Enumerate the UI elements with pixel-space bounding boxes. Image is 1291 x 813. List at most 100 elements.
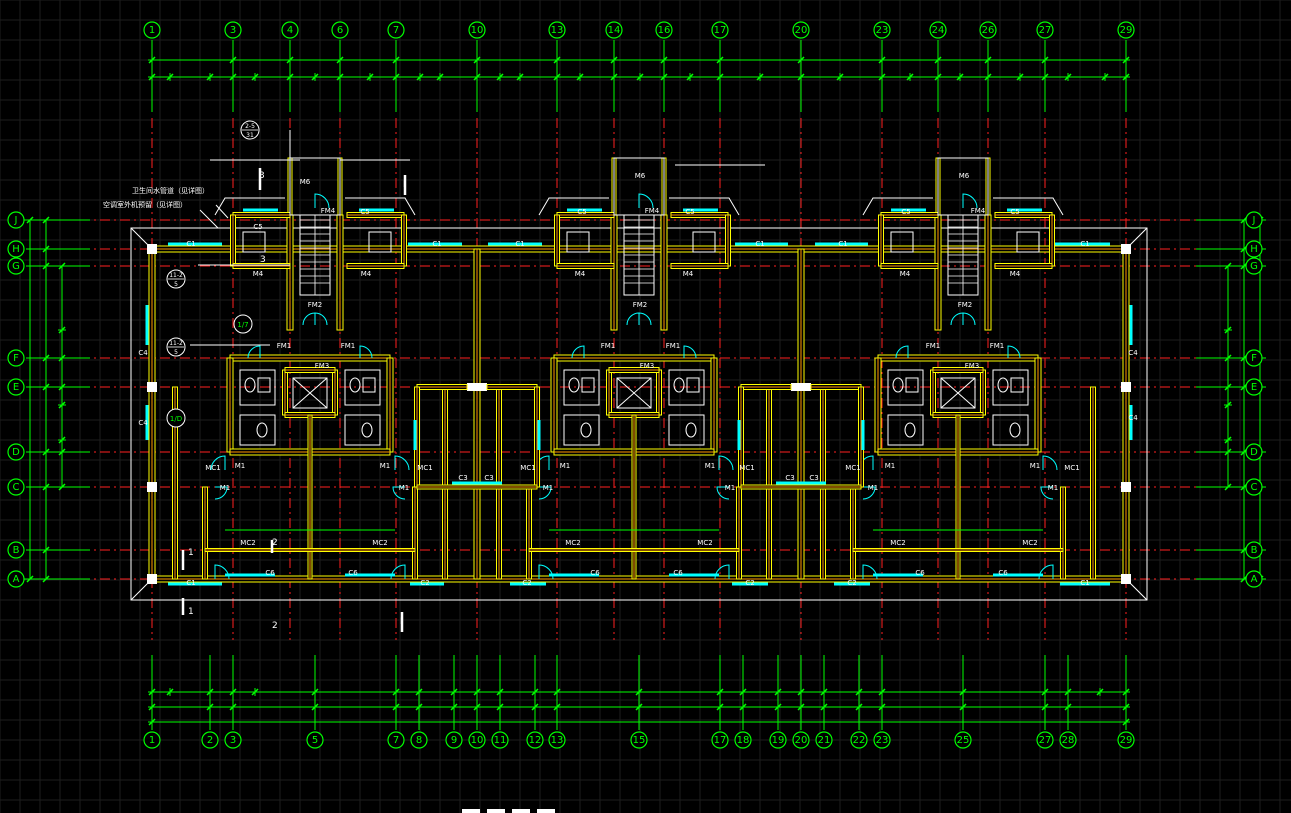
door-swing bbox=[1007, 345, 1021, 359]
dimension-slash bbox=[1224, 326, 1232, 334]
room-label: C4 bbox=[138, 419, 148, 427]
axis-bubble-circle bbox=[7, 443, 25, 461]
door-arc bbox=[538, 564, 554, 580]
axis-bubble-circle bbox=[7, 211, 25, 229]
door-swing bbox=[962, 193, 978, 209]
axis-bubble-label: F bbox=[1251, 353, 1257, 364]
dimension-slash bbox=[58, 436, 66, 444]
dimension-slash bbox=[206, 73, 214, 81]
axis-bubble-label: 20 bbox=[795, 735, 808, 746]
door-arc bbox=[214, 564, 230, 580]
room-label: C3 bbox=[809, 474, 818, 482]
axis-bubble-label: 25 bbox=[957, 735, 970, 746]
axis-bubble-circle bbox=[1059, 731, 1077, 749]
room-label: C4 bbox=[1128, 414, 1138, 422]
door-swing bbox=[714, 564, 730, 580]
bottom-axis-bubble: 19 bbox=[769, 731, 787, 749]
room-label: C1 bbox=[515, 240, 524, 248]
column bbox=[147, 574, 157, 584]
axis-bubble-label: H bbox=[1250, 244, 1258, 255]
toilet-room bbox=[668, 414, 705, 446]
room-label: C6 bbox=[673, 569, 683, 577]
axis-bubble-circle bbox=[655, 21, 673, 39]
bathtub bbox=[368, 231, 392, 253]
axis-bubble-label: 16 bbox=[658, 25, 671, 36]
bottom-axis-bubble: 10 bbox=[468, 731, 486, 749]
sink-fixture bbox=[1010, 377, 1024, 393]
toilet-fixture bbox=[361, 422, 373, 438]
detail-top-label: 2-5 bbox=[245, 123, 255, 130]
toilet-fixture bbox=[1009, 422, 1021, 438]
toilet-room bbox=[992, 414, 1029, 446]
axis-bubble-circle bbox=[281, 21, 299, 39]
room-label: MC2 bbox=[372, 539, 387, 547]
room-label: M1 bbox=[235, 462, 246, 470]
room-label: C1 bbox=[1080, 579, 1089, 587]
room-label: C5 bbox=[901, 208, 910, 216]
door-swing bbox=[626, 312, 640, 326]
room-label: C3 bbox=[484, 474, 493, 482]
bathtub bbox=[692, 231, 716, 253]
bottom-axis-bubble: 5 bbox=[306, 731, 324, 749]
door-arc bbox=[950, 312, 964, 326]
elevator-x bbox=[940, 377, 976, 409]
room-label: C1 bbox=[432, 240, 441, 248]
door-arc bbox=[1007, 345, 1021, 359]
detail-bottom-label: 31 bbox=[246, 132, 254, 139]
detail-callout: 11-25 bbox=[166, 337, 186, 357]
door-arc bbox=[638, 193, 654, 209]
bathtub bbox=[890, 231, 914, 253]
axis-bubble-circle bbox=[387, 21, 405, 39]
bottom-axis-bubble: 20 bbox=[792, 731, 810, 749]
right-axis-bubble: D bbox=[1245, 443, 1263, 461]
room-label: C6 bbox=[348, 569, 358, 577]
sink-fixture bbox=[362, 377, 376, 393]
axis-bubble-circle bbox=[1117, 21, 1135, 39]
axis-bubble-circle bbox=[769, 731, 787, 749]
room-label: M1 bbox=[1048, 484, 1059, 492]
right-axis-bubble: J bbox=[1245, 211, 1263, 229]
room-label: C5 bbox=[577, 208, 586, 216]
dimension-slash bbox=[58, 326, 66, 334]
detail-bottom-label: 5 bbox=[174, 281, 178, 288]
elevator-car bbox=[292, 377, 328, 409]
top-axis-bubble: 7 bbox=[387, 21, 405, 39]
axis-bubble-label: 8 bbox=[416, 735, 422, 746]
door-arc bbox=[683, 345, 697, 359]
toilet-fixture bbox=[997, 377, 1009, 393]
axis-bubble-label: 3 bbox=[230, 25, 236, 36]
room-label: C2 bbox=[847, 579, 856, 587]
axis-bubble-label: 12 bbox=[529, 735, 542, 746]
toilet-room bbox=[992, 369, 1029, 406]
room-label: C3 bbox=[785, 474, 794, 482]
room-label: C2 bbox=[522, 579, 531, 587]
axis-bubble-label: 23 bbox=[876, 25, 889, 36]
door-arc bbox=[210, 455, 226, 471]
toilet-room bbox=[239, 414, 276, 446]
axis-bubble-circle bbox=[7, 257, 25, 275]
axis-bubble-label: 17 bbox=[714, 25, 727, 36]
room-label: FM3 bbox=[965, 362, 980, 370]
room-label: C5 bbox=[253, 223, 262, 231]
room-label: C3 bbox=[458, 474, 467, 482]
room-label: C4 bbox=[1128, 349, 1138, 357]
bottom-axis-bubble: 3 bbox=[224, 731, 242, 749]
door-arc bbox=[718, 455, 734, 471]
elevator-car bbox=[940, 377, 976, 409]
axis-bubble-circle bbox=[1245, 541, 1263, 559]
top-axis-bubble: 13 bbox=[548, 21, 566, 39]
sink-fixture bbox=[581, 377, 595, 393]
axis-bubble-circle bbox=[224, 731, 242, 749]
stair-head bbox=[937, 157, 989, 216]
left-axis-bubble: B bbox=[7, 541, 25, 559]
room-label: M4 bbox=[683, 270, 694, 278]
door-swing bbox=[210, 455, 226, 471]
note-line-1: 卫生间水管道（见详图） bbox=[132, 186, 209, 195]
room-label: M1 bbox=[885, 462, 896, 470]
bottom-axis-bubble: 8 bbox=[410, 731, 428, 749]
detail-callout: 11-25 bbox=[166, 269, 186, 289]
section-mark-2b: 2 bbox=[272, 621, 278, 631]
door-arc bbox=[314, 193, 330, 209]
door-swing bbox=[394, 455, 410, 471]
dimension-slash bbox=[416, 73, 424, 81]
